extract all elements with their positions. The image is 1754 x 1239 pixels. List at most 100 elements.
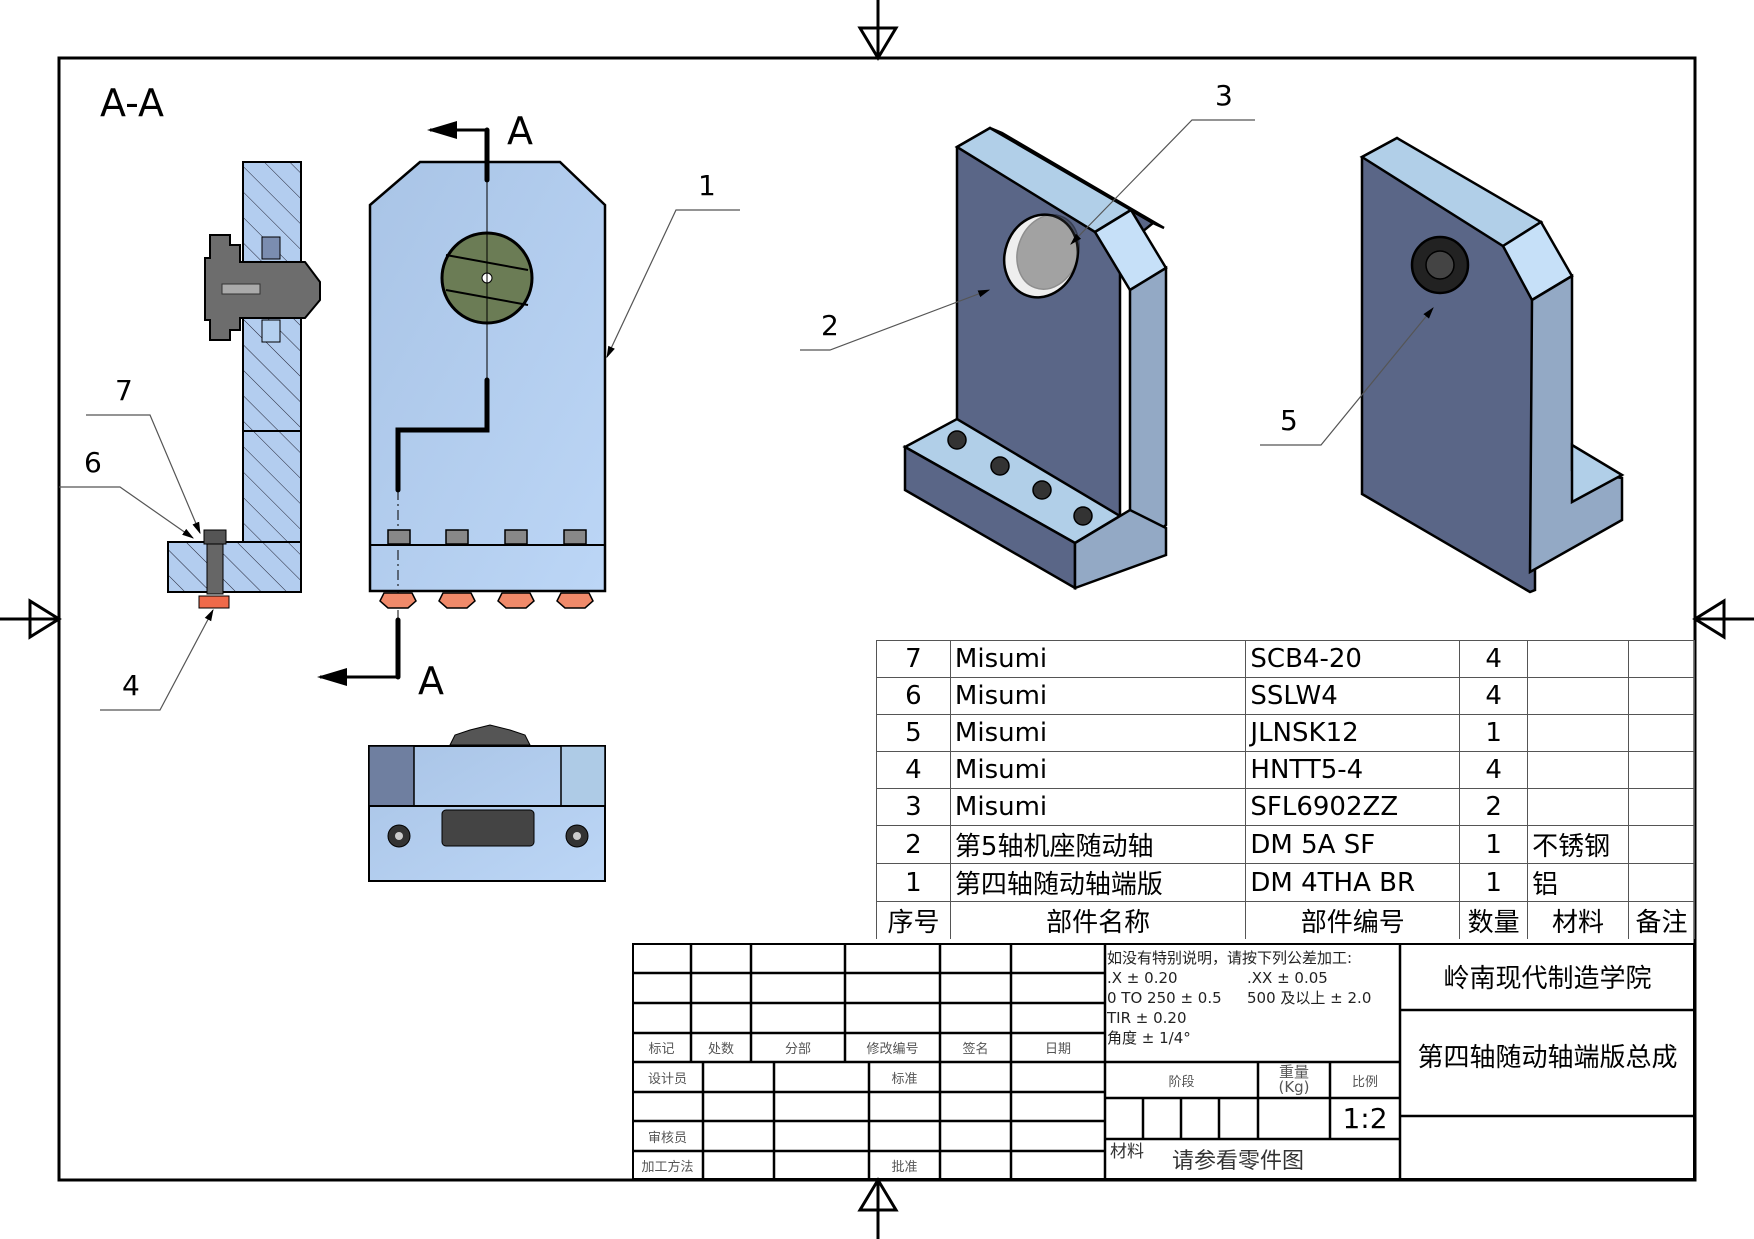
tolerance-x: .X ± 0.20: [1107, 969, 1178, 987]
bom-item-no: 7: [876, 640, 951, 678]
bom-note: [1628, 640, 1695, 678]
bom-quantity: 1: [1459, 825, 1529, 864]
weight-label-text: 重量: [1278, 1063, 1309, 1081]
bom-part-number: SFL6902ZZ: [1245, 788, 1461, 826]
stage-label: 阶段: [1168, 1074, 1195, 1090]
bom-material: [1527, 751, 1629, 789]
bom-quantity: 4: [1459, 751, 1529, 789]
balloon-4: 4: [122, 669, 140, 702]
bom-header-row: 序号部件名称部件编号数量材料备注: [876, 901, 1695, 939]
process-label: 加工方法: [641, 1160, 694, 1175]
bom-material: 不锈钢: [1527, 825, 1629, 864]
bom-note: [1628, 863, 1695, 902]
bom-quantity: 1: [1459, 714, 1529, 752]
drawing-name: 第四轴随动轴端版总成: [1417, 1042, 1678, 1073]
bom-item-no: 5: [876, 714, 951, 752]
rev-header-zone: 分部: [784, 1042, 811, 1057]
bom-quantity: 2: [1459, 788, 1529, 826]
tolerance-range-1: 0 TO 250 ± 0.5: [1107, 989, 1222, 1007]
bom-quantity: 4: [1459, 677, 1529, 715]
weight-label: 重量 (Kg): [1258, 1062, 1330, 1098]
school-name: 岭南现代制造学院: [1443, 964, 1652, 994]
section-marker-bottom: A: [418, 659, 444, 703]
bom-quantity: 4: [1459, 640, 1529, 678]
bom-item-no: 3: [876, 788, 951, 826]
material-label: 材料: [1110, 1142, 1144, 1162]
section-marker-top: A: [507, 109, 533, 153]
bom-note: [1628, 825, 1695, 864]
bom-material: [1527, 788, 1629, 826]
rev-header-mark: 标记: [648, 1042, 675, 1057]
designer-label: 设计员: [647, 1071, 687, 1087]
bom-material: [1527, 677, 1629, 715]
bom-note: [1628, 751, 1695, 789]
rev-header-signature: 签名: [962, 1042, 989, 1057]
bom-part-name: 第四轴随动轴端版: [949, 863, 1247, 902]
bom-item-no: 4: [876, 751, 951, 789]
isometric-view-rear: [1359, 136, 1625, 594]
bom-header-cell: 数量: [1459, 901, 1529, 939]
material-value: 请参看零件图: [1172, 1149, 1305, 1174]
tolerance-intro: 如没有特别说明，请按下列公差加工:: [1107, 949, 1353, 967]
bom-part-number: DM 5A SF: [1245, 825, 1461, 864]
bom-part-number: HNTT5-4: [1245, 751, 1461, 789]
section-view-title: A-A: [100, 81, 165, 125]
tolerance-range-2: 500 及以上 ± 2.0: [1247, 989, 1372, 1007]
bom-quantity: 1: [1459, 863, 1529, 902]
balloon-6: 6: [84, 446, 102, 479]
bom-header-cell: 备注: [1628, 901, 1695, 939]
leader-lines: [59, 119, 1434, 711]
isometric-view-front: [902, 126, 1168, 591]
tolerance-note: 如没有特别说明，请按下列公差加工: .X ± 0.20 .XX ± 0.05 0 …: [1107, 948, 1371, 1048]
bom-header-cell: 部件编号: [1245, 901, 1461, 939]
reviewer-label: 审核员: [647, 1130, 687, 1146]
bom-part-name: Misumi: [949, 714, 1247, 752]
scale-label: 比例: [1351, 1074, 1378, 1090]
bom-material: 铝: [1527, 863, 1629, 902]
bom-note: [1628, 677, 1695, 715]
balloon-5: 5: [1280, 404, 1298, 437]
bom-material: [1527, 640, 1629, 678]
balloon-3: 3: [1215, 79, 1233, 112]
approve-label: 批准: [891, 1160, 918, 1175]
bom-part-name: Misumi: [949, 788, 1247, 826]
bom-header-cell: 序号: [876, 901, 951, 939]
bom-material: [1527, 714, 1629, 752]
bom-part-name: Misumi: [949, 751, 1247, 789]
balloon-2: 2: [821, 309, 839, 342]
bom-note: [1628, 714, 1695, 752]
bom-part-number: SSLW4: [1245, 677, 1461, 715]
rev-header-date: 日期: [1044, 1042, 1071, 1057]
bom-header-cell: 材料: [1527, 901, 1629, 939]
tolerance-tir: TIR ± 0.20: [1107, 1009, 1187, 1027]
front-view: [317, 121, 607, 686]
bom-part-number: JLNSK12: [1245, 714, 1461, 752]
rev-header-count: 处数: [707, 1042, 734, 1057]
bom-part-number: DM 4THA BR: [1245, 863, 1461, 902]
top-view: [368, 724, 606, 882]
scale-value: 1:2: [1342, 1102, 1388, 1135]
weight-unit: (Kg): [1278, 1078, 1310, 1096]
rev-header-change-no: 修改编号: [866, 1042, 919, 1057]
bom-item-no: 2: [876, 825, 951, 864]
balloon-7: 7: [115, 374, 133, 407]
standard-label: 标准: [891, 1071, 918, 1087]
bom-item-no: 1: [876, 863, 951, 902]
tolerance-xx: .XX ± 0.05: [1247, 969, 1328, 987]
bom-note: [1628, 788, 1695, 826]
bom-item-no: 6: [876, 677, 951, 715]
bom-header-cell: 部件名称: [949, 901, 1247, 939]
section-view-aa: [167, 161, 321, 609]
bom-part-name: Misumi: [949, 677, 1247, 715]
tolerance-angle: 角度 ± 1/4°: [1107, 1029, 1191, 1047]
bom-part-name: 第5轴机座随动轴: [949, 825, 1247, 864]
